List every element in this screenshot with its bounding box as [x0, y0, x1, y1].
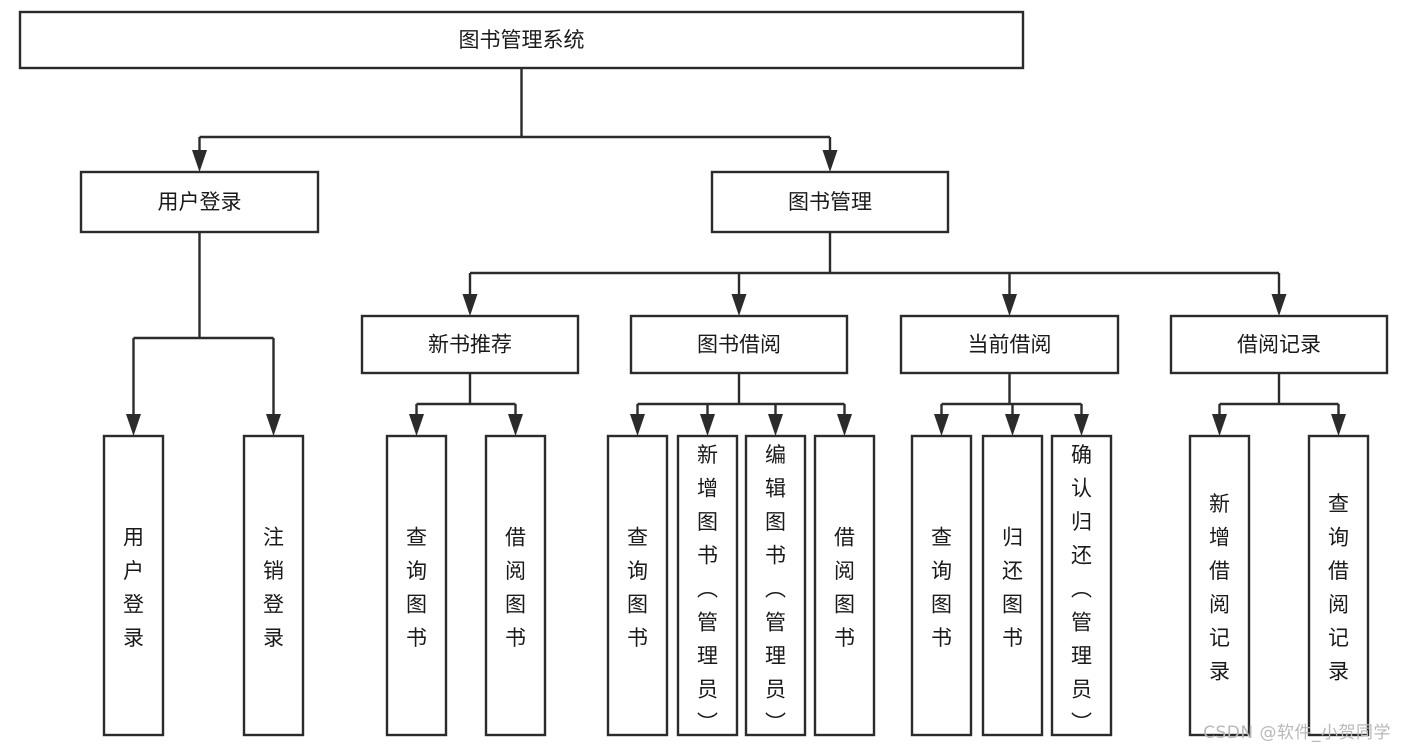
- node-leaf-query-book-2-label: 查询图书: [627, 526, 648, 651]
- arrow-head-leaf-query-book-1: [409, 414, 424, 436]
- node-leaf-logout[interactable]: 注销登录: [242, 434, 305, 737]
- node-leaf-return-book-label: 归还图书: [1002, 526, 1023, 651]
- node-leaf-borrow-book-2-box[interactable]: [813, 434, 876, 737]
- node-leaf-borrow-book-1-label: 借阅图书: [505, 526, 526, 651]
- node-leaf-confirm-return[interactable]: 确认归还︵管理员︶: [1050, 434, 1113, 737]
- node-leaf-user-login-label: 用户登录: [123, 526, 144, 651]
- node-leaf-edit-book-label: 编辑图书︵管理员︶: [765, 443, 786, 735]
- node-book-borrow-label: 图书借阅: [697, 333, 781, 357]
- node-new-book-rec-label: 新书推荐: [428, 333, 512, 357]
- node-leaf-user-login-box[interactable]: [102, 434, 165, 737]
- csdn-watermark: CSDN @软件_小贺同学: [1203, 723, 1391, 743]
- node-new-book-rec[interactable]: 新书推荐: [360, 314, 580, 375]
- node-user-login-box[interactable]: [79, 170, 320, 234]
- node-new-book-rec-box[interactable]: [360, 314, 580, 375]
- node-leaf-add-record-box[interactable]: [1188, 434, 1251, 737]
- arrow-head-leaf-query-book-2: [630, 414, 645, 436]
- node-leaf-borrow-book-1-box[interactable]: [484, 434, 547, 737]
- node-leaf-add-record-label: 新增借阅记录: [1209, 492, 1230, 683]
- arrow-head-leaf-borrow-book-2: [837, 414, 852, 436]
- node-book-manage-label: 图书管理: [788, 190, 872, 214]
- arrow-head-leaf-logout: [266, 414, 281, 436]
- node-book-borrow-box[interactable]: [629, 314, 849, 375]
- node-leaf-borrow-book-2[interactable]: 借阅图书: [813, 434, 876, 737]
- arrow-head-leaf-query-record: [1331, 414, 1346, 436]
- arrow-head-new-book-rec: [462, 294, 478, 316]
- node-leaf-add-book-label: 新增图书︵管理员︶: [697, 443, 718, 735]
- node-leaf-query-book-2[interactable]: 查询图书: [606, 434, 669, 737]
- arrow-head-book-manage: [822, 150, 838, 172]
- node-leaf-query-record[interactable]: 查询借阅记录: [1307, 434, 1370, 737]
- node-book-manage[interactable]: 图书管理: [710, 170, 950, 234]
- node-leaf-query-book-3-label: 查询图书: [931, 526, 952, 651]
- arrow-head-leaf-add-book: [700, 414, 715, 436]
- node-leaf-query-book-3[interactable]: 查询图书: [910, 434, 973, 737]
- node-leaf-logout-box[interactable]: [242, 434, 305, 737]
- node-leaf-query-book-3-box[interactable]: [910, 434, 973, 737]
- node-root[interactable]: 图书管理系统: [18, 10, 1025, 70]
- node-leaf-query-book-1-box[interactable]: [385, 434, 448, 737]
- node-leaf-add-record[interactable]: 新增借阅记录: [1188, 434, 1251, 737]
- nodes-layer: 图书管理系统 用户登录 图书管理 新书推荐 图书借阅 当前: [18, 10, 1389, 737]
- node-leaf-user-login[interactable]: 用户登录: [102, 434, 165, 737]
- node-user-login[interactable]: 用户登录: [79, 170, 320, 234]
- arrow-head-book-borrow: [731, 294, 747, 316]
- node-leaf-confirm-return-box[interactable]: [1050, 434, 1113, 737]
- node-leaf-query-record-label: 查询借阅记录: [1328, 492, 1349, 683]
- node-borrow-record-box[interactable]: [1169, 314, 1389, 375]
- node-leaf-edit-book-box[interactable]: [744, 434, 807, 737]
- node-leaf-query-book-1-label: 查询图书: [406, 526, 427, 651]
- node-leaf-query-book-1[interactable]: 查询图书: [385, 434, 448, 737]
- arrow-head-leaf-return-book: [1005, 414, 1020, 436]
- node-current-borrow[interactable]: 当前借阅: [899, 314, 1120, 375]
- arrow-head-leaf-edit-book: [768, 414, 783, 436]
- arrow-head-user-login: [192, 150, 207, 172]
- node-leaf-return-book[interactable]: 归还图书: [981, 434, 1044, 737]
- node-leaf-add-book-box[interactable]: [676, 434, 739, 737]
- node-root-label: 图书管理系统: [459, 28, 585, 52]
- node-leaf-query-record-box[interactable]: [1307, 434, 1370, 737]
- connectors-layer: [126, 68, 1346, 436]
- node-leaf-edit-book[interactable]: 编辑图书︵管理员︶: [744, 434, 807, 737]
- node-user-login-label: 用户登录: [158, 190, 242, 214]
- arrow-head-leaf-confirm-return: [1074, 414, 1089, 436]
- node-book-borrow[interactable]: 图书借阅: [629, 314, 849, 375]
- node-current-borrow-label: 当前借阅: [968, 333, 1052, 357]
- arrow-head-leaf-add-record: [1212, 414, 1227, 436]
- node-borrow-record[interactable]: 借阅记录: [1169, 314, 1389, 375]
- arrow-head-borrow-record: [1271, 294, 1287, 316]
- node-leaf-borrow-book-2-label: 借阅图书: [834, 526, 855, 651]
- node-book-manage-box[interactable]: [710, 170, 950, 234]
- node-borrow-record-label: 借阅记录: [1237, 333, 1321, 357]
- node-root-box[interactable]: [18, 10, 1025, 70]
- arrow-head-current-borrow: [1002, 294, 1017, 316]
- arrow-head-leaf-user-login: [126, 414, 141, 436]
- arrow-head-leaf-borrow-book-1: [508, 414, 523, 436]
- node-leaf-borrow-book-1[interactable]: 借阅图书: [484, 434, 547, 737]
- node-leaf-return-book-box[interactable]: [981, 434, 1044, 737]
- node-leaf-confirm-return-label: 确认归还︵管理员︶: [1071, 443, 1092, 735]
- node-leaf-logout-label: 注销登录: [263, 526, 284, 651]
- arrow-head-leaf-query-book-3: [934, 414, 949, 436]
- node-current-borrow-box[interactable]: [899, 314, 1120, 375]
- node-leaf-add-book[interactable]: 新增图书︵管理员︶: [676, 434, 739, 737]
- node-leaf-query-book-2-box[interactable]: [606, 434, 669, 737]
